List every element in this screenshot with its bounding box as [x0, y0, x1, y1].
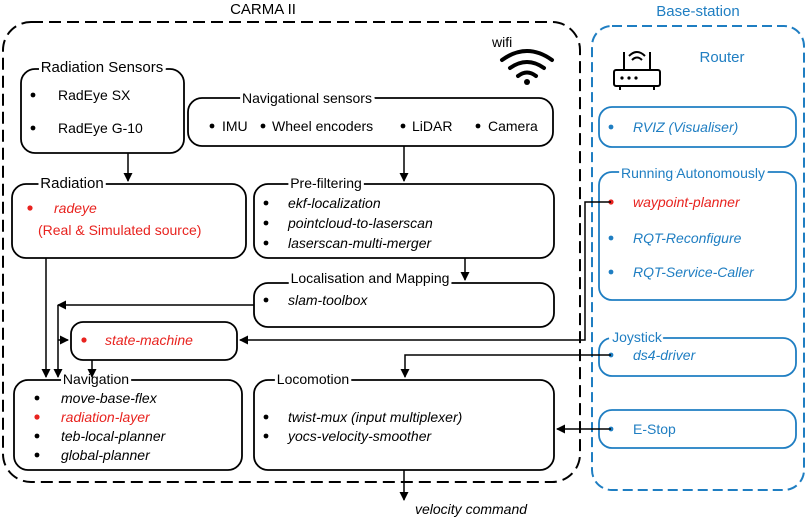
carma-title: CARMA II — [230, 1, 296, 18]
carma-container — [2, 21, 581, 483]
locomotion-box — [253, 379, 555, 471]
radeye-source: (Real & Simulated source) — [38, 222, 201, 238]
navigational-sensors-box — [187, 97, 554, 147]
router-label: Router — [699, 49, 744, 66]
estop-box — [598, 409, 797, 449]
joystick-box — [598, 337, 797, 377]
nav-sensor-camera: Camera — [488, 118, 538, 134]
radiation-box — [11, 183, 247, 259]
rqt-service-caller: RQT-Service-Caller — [633, 264, 755, 280]
radeye-sx: RadEye SX — [58, 87, 131, 103]
nav-sensor-lidar: LiDAR — [412, 118, 452, 134]
ds4-driver: ds4-driver — [633, 347, 697, 363]
rqt-reconfigure: RQT-Reconfigure — [633, 230, 742, 246]
yocs-velocity-smoother: yocs-velocity-smoother — [287, 428, 432, 444]
move-base-flex: move-base-flex — [61, 390, 158, 406]
wifi-label: wifi — [491, 34, 512, 50]
connectors — [41, 146, 611, 501]
wifi-icon — [500, 49, 554, 85]
teb-local-planner: teb-local-planner — [61, 428, 167, 444]
navigation-title: Navigation — [63, 371, 129, 387]
twist-mux: twist-mux (input multiplexer) — [288, 409, 462, 425]
navigational-sensors-title: Navigational sensors — [242, 90, 372, 106]
estop-node: E-Stop — [633, 421, 676, 437]
radiation-layer: radiation-layer — [61, 409, 151, 425]
slam-toolbox: slam-toolbox — [288, 292, 368, 308]
nav-sensor-wheel-encoders: Wheel encoders — [272, 118, 373, 134]
laserscan-multi-merger: laserscan-multi-merger — [288, 235, 432, 251]
pre-filtering-title: Pre-filtering — [290, 175, 362, 191]
radeye-g10: RadEye G-10 — [58, 120, 143, 136]
radiation-title: Radiation — [40, 175, 103, 192]
pointcloud-to-laserscan: pointcloud-to-laserscan — [287, 215, 433, 231]
running-autonomously-box — [598, 171, 797, 301]
running-autonomously-title: Running Autonomously — [621, 165, 765, 181]
global-planner: global-planner — [61, 447, 151, 463]
state-machine-node: state-machine — [105, 332, 193, 348]
locomotion-title: Locomotion — [277, 371, 349, 387]
base-station-title: Base-station — [656, 3, 739, 20]
nav-sensor-imu: IMU — [222, 118, 248, 134]
ekf-localization: ekf-localization — [288, 195, 381, 211]
joystick-title: Joystick — [612, 329, 663, 345]
radeye-node: radeye — [54, 200, 97, 216]
radiation-sensors-box — [20, 68, 185, 154]
pre-filtering-box — [253, 183, 555, 259]
state-machine-box — [70, 321, 238, 361]
radiation-sensors-title: Radiation Sensors — [41, 59, 164, 76]
base-station-container — [591, 25, 805, 491]
rviz-box — [598, 106, 797, 148]
navigation-box — [13, 379, 243, 471]
waypoint-planner: waypoint-planner — [633, 194, 741, 210]
rviz-node: RVIZ (Visualiser) — [633, 119, 738, 135]
velocity-command-label: velocity command — [415, 501, 528, 517]
localisation-title: Localisation and Mapping — [291, 270, 450, 286]
router-icon — [613, 51, 661, 90]
